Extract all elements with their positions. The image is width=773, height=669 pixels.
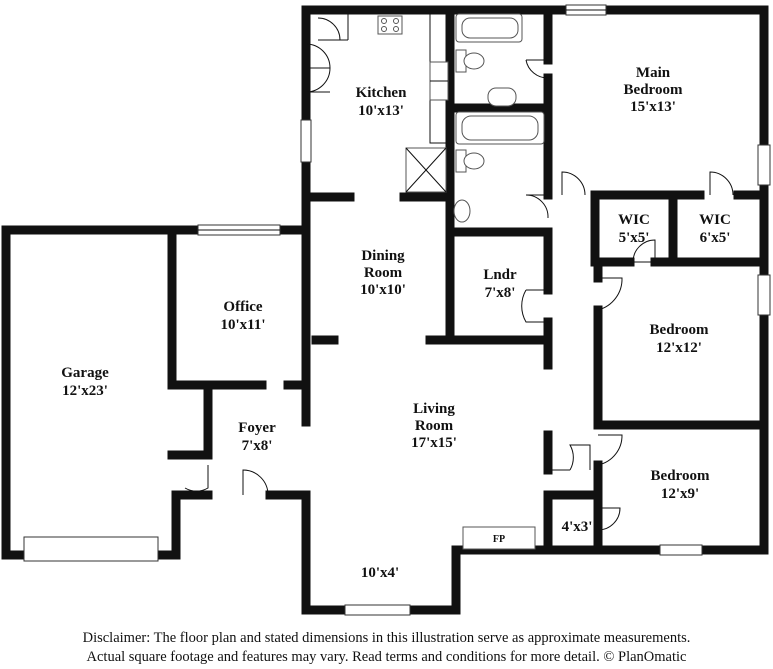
- kitchen-name: Kitchen: [356, 85, 407, 101]
- garage-name: Garage: [61, 365, 109, 381]
- living-dims: 17'x15': [411, 435, 457, 451]
- laundry-name: Lndr: [483, 267, 517, 283]
- garage-dims: 12'x23': [62, 383, 108, 399]
- wic1-name: WIC: [618, 212, 650, 228]
- main-bedroom-name-1: Main: [636, 65, 671, 81]
- bedroom2-name: Bedroom: [650, 322, 709, 338]
- wic2-dims: 6'x5': [700, 230, 731, 246]
- bedroom3-dims: 12'x9': [661, 486, 699, 502]
- laundry-dims: 7'x8': [485, 285, 516, 301]
- closet-dims: 4'x3': [562, 519, 593, 535]
- bedroom2-dims: 12'x12': [656, 340, 702, 356]
- room-labels: Kitchen 10'x13' Main Bedroom 15'x13' Din…: [61, 65, 731, 581]
- doors[interactable]: [184, 17, 734, 531]
- fireplace-icon: [462, 526, 536, 550]
- disclaimer-line-2: Actual square footage and features may v…: [86, 649, 687, 665]
- fixtures: [318, 13, 545, 550]
- dining-name-2: Room: [364, 265, 403, 281]
- porch-dims: 10'x4': [361, 565, 399, 581]
- sink-icon: [453, 199, 471, 223]
- bedroom3-name: Bedroom: [651, 468, 710, 484]
- foyer-name: Foyer: [238, 420, 276, 436]
- disclaimer-line-1: Disclaimer: The floor plan and stated di…: [82, 630, 691, 646]
- office-dims: 10'x11': [220, 317, 265, 333]
- interior-walls: [167, 5, 769, 555]
- stove-icon: [377, 15, 403, 35]
- kitchen-dims: 10'x13': [358, 103, 404, 119]
- windows: [23, 4, 771, 616]
- vanity-icon: [487, 87, 517, 107]
- wic2-name: WIC: [699, 212, 731, 228]
- foyer-dims: 7'x8': [242, 438, 273, 454]
- fireplace-label: FP: [493, 534, 505, 545]
- dining-dims: 10'x10': [360, 282, 406, 298]
- wic1-dims: 5'x5': [619, 230, 650, 246]
- garage-door: [23, 536, 159, 562]
- living-name-2: Room: [415, 418, 454, 434]
- dining-name-1: Dining: [361, 248, 405, 264]
- living-name-1: Living: [413, 401, 455, 417]
- main-bedroom-name-2: Bedroom: [624, 82, 683, 98]
- office-name: Office: [223, 299, 262, 315]
- main-bedroom-dims: 15'x13': [630, 99, 676, 115]
